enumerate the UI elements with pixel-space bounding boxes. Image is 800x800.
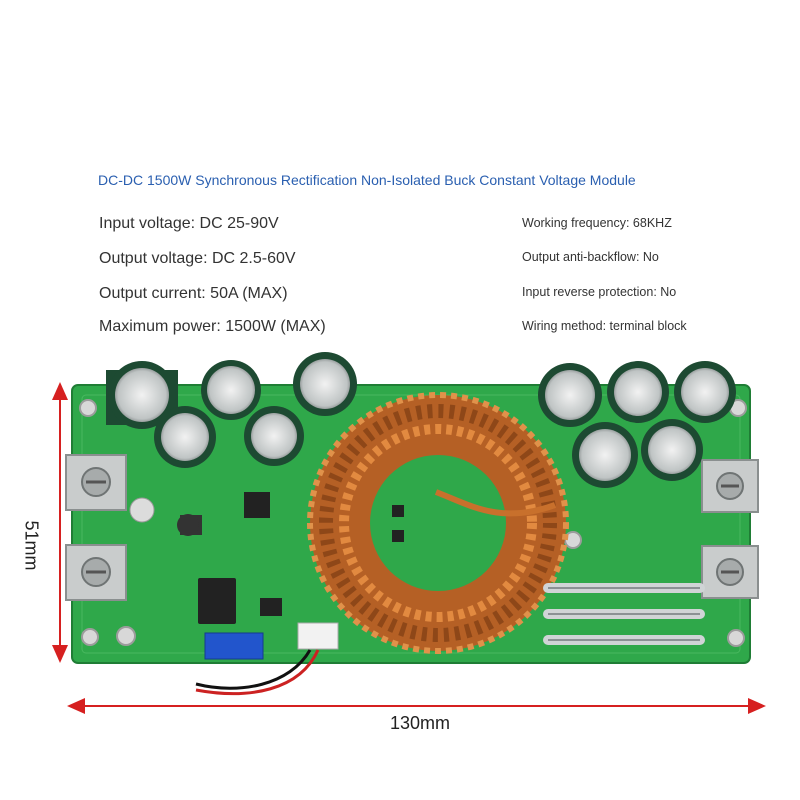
output-capacitors (538, 361, 736, 488)
spec-maximum-power: Maximum power: 1500W (MAX) (99, 318, 326, 335)
potentiometer (204, 632, 264, 660)
spec-output-voltage: Output voltage: DC 2.5-60V (99, 250, 296, 267)
spec-output-current: Output current: 50A (MAX) (99, 285, 288, 302)
product-title: DC-DC 1500W Synchronous Rectification No… (98, 172, 636, 188)
spec-wiring-method: Wiring method: terminal block (522, 319, 687, 333)
width-label: 130mm (390, 713, 451, 733)
spec-input-reverse-protection: Input reverse protection: No (522, 285, 677, 299)
control-components (129, 492, 339, 696)
spec-output-anti-backflow: Output anti-backflow: No (522, 250, 659, 264)
output-terminal-blocks (701, 459, 759, 599)
height-label: 51mm (21, 520, 42, 571)
connector (297, 622, 339, 650)
toroid-inductor (307, 392, 569, 654)
spec-input-voltage: Input voltage: DC 25-90V (99, 215, 279, 232)
input-terminal-blocks (65, 454, 127, 601)
input-capacitors (106, 352, 357, 468)
spec-working-frequency: Working frequency: 68KHZ (522, 216, 672, 230)
mounting-holes (79, 399, 747, 647)
